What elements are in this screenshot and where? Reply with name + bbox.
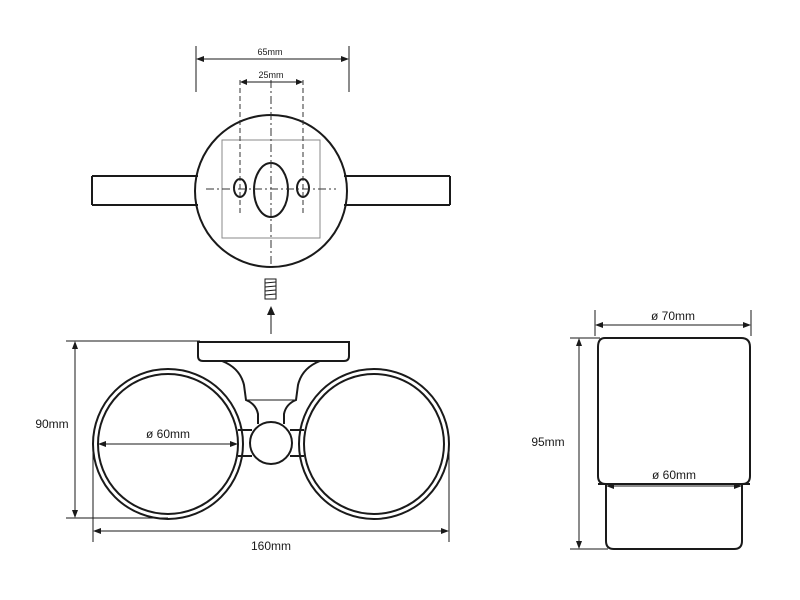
dim-25mm-line [240, 79, 303, 85]
dim-70mm-label: ø 70mm [651, 309, 695, 323]
dim-95mm-line [576, 338, 582, 549]
dim-90mm-line [72, 341, 78, 518]
left-ring [92, 368, 244, 520]
dim-90mm-label: 90mm [35, 417, 68, 431]
left-arm [91, 175, 198, 206]
right-ring-inner [303, 373, 445, 515]
right-arm [344, 175, 451, 206]
dim-tumbler-base-label: ø 60mm [652, 468, 696, 482]
dim-160mm-line [93, 528, 449, 534]
center-ball [249, 421, 293, 465]
dim-95mm-label: 95mm [531, 435, 564, 449]
assembly-arrow [267, 306, 275, 334]
dim-65mm-line [196, 56, 349, 62]
front-view: ø 60mm 90mm 160mm [35, 340, 450, 553]
wall-plate-profile [197, 341, 350, 362]
top-view: 65mm 25mm [91, 46, 451, 334]
dim-ring-diameter-label: ø 60mm [146, 427, 190, 441]
right-ring [298, 368, 450, 520]
screw-icon [264, 278, 277, 300]
dim-ring-diameter-line [98, 441, 238, 447]
dim-160mm-label: 160mm [251, 539, 291, 553]
dim-tumbler-base-line [606, 483, 742, 489]
tumbler-outline [597, 337, 751, 550]
dim-70mm-line [595, 322, 751, 328]
side-view: ø 70mm ø 60mm 95mm [531, 309, 752, 550]
dim-65mm-label: 65mm [257, 47, 282, 57]
dim-25mm-label: 25mm [258, 70, 283, 80]
